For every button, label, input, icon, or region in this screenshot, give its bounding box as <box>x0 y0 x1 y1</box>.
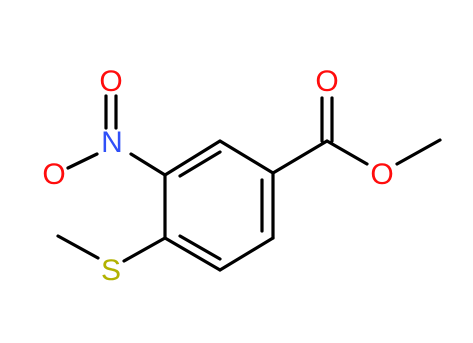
ring-bond <box>163 236 222 272</box>
ring-bond <box>218 236 275 272</box>
sulfur-to-methyl-bond <box>56 234 100 260</box>
nitro-oxygen-top-label: O <box>99 65 122 98</box>
ester-oxygen-label: O <box>370 158 393 191</box>
ring-to-carbonyl-bond <box>271 139 329 175</box>
nitro-nitrogen-label: N <box>101 126 123 159</box>
benzene-ring <box>163 139 275 272</box>
nitrogen-oxygen-single-bond <box>66 152 99 170</box>
carbonyl-to-ester-oxygen-bond <box>325 139 369 166</box>
ring-to-sulfur-bond <box>122 236 167 263</box>
sulfur-label: S <box>101 254 121 287</box>
nitro-group: O N O <box>42 65 167 191</box>
ester-oxygen-to-methyl-bond <box>395 138 442 166</box>
methylthio-group: S <box>56 234 167 287</box>
nitro-oxygen-left-label: O <box>42 158 65 191</box>
ring-bond <box>218 139 275 175</box>
ring-to-nitrogen-bond <box>129 152 167 177</box>
ring-double-bond <box>178 234 222 261</box>
carbonyl-oxygen-label: O <box>315 65 338 98</box>
ring-bond <box>163 139 222 177</box>
ester-group: O O <box>271 65 442 191</box>
ring-double-bond <box>178 150 222 178</box>
